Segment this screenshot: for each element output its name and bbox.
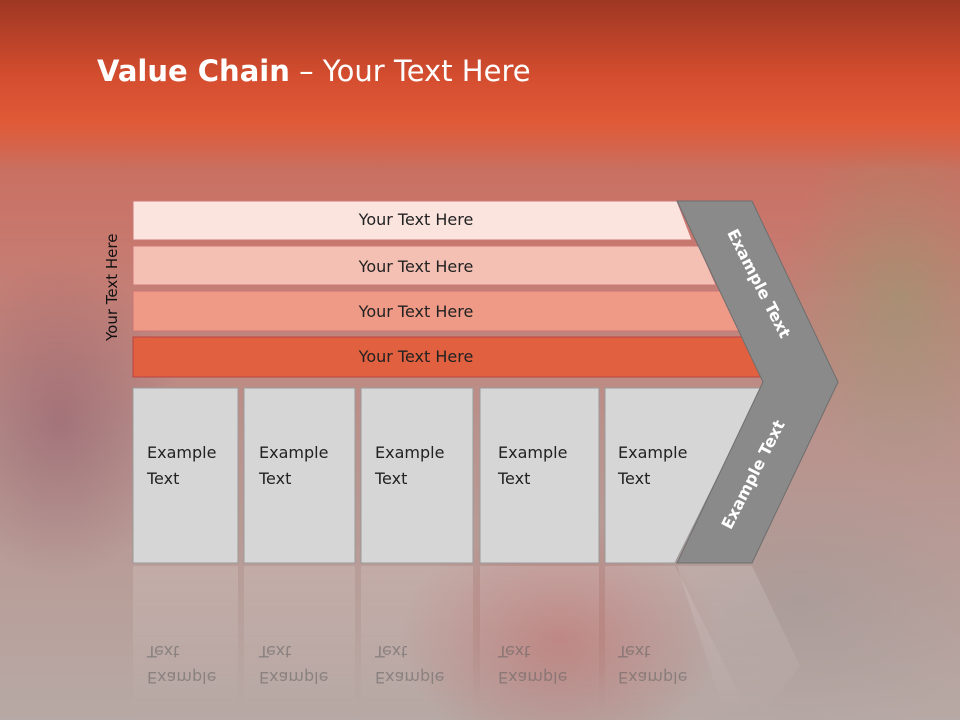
band-1-label: Your Text Here [358, 210, 474, 229]
card-1-line1: Example [147, 443, 216, 462]
card-1-line2: Text [146, 469, 179, 488]
band-2 [132, 245, 717, 286]
page-title-rest: – Your Text Here [289, 54, 531, 88]
card-3-line1: Example [375, 443, 444, 462]
reflection-card-2: Example [259, 668, 328, 687]
page-title-bold: Value Chain [97, 54, 290, 88]
card-4 [479, 387, 600, 564]
reflection-card-1b: Text [146, 642, 179, 661]
reflection-card-1: Example [147, 668, 216, 687]
card-5-line2: Text [617, 469, 650, 488]
band-4-label: Your Text Here [358, 347, 474, 366]
band-1 [132, 200, 693, 241]
reflection-card-4b: Text [497, 642, 530, 661]
card-4-line1: Example [498, 443, 567, 462]
title-band [0, 0, 960, 170]
reflection-card-5b: Text [617, 642, 650, 661]
chevron-arrow [676, 200, 839, 564]
reflection-card-2b: Text [258, 642, 291, 661]
band-2-label: Your Text Here [358, 257, 474, 276]
card-4-line2: Text [497, 469, 530, 488]
card-2 [243, 387, 356, 564]
reflection-card-3b: Text [374, 642, 407, 661]
card-3-line2: Text [374, 469, 407, 488]
card-5-line1: Example [618, 443, 687, 462]
reflection-card-3: Example [375, 668, 444, 687]
card-1 [132, 387, 239, 564]
band-3-label: Your Text Here [358, 302, 474, 321]
card-2-line2: Text [258, 469, 291, 488]
reflection-card-4: Example [498, 668, 567, 687]
card-5 [604, 387, 763, 564]
diagram-reflection: Example Text Example Text Example Text E… [133, 566, 800, 716]
page-title: Value Chain – Your Text Here [97, 54, 531, 88]
card-3 [360, 387, 474, 564]
card-2-line1: Example [259, 443, 328, 462]
reflection-card-5: Example [618, 668, 687, 687]
